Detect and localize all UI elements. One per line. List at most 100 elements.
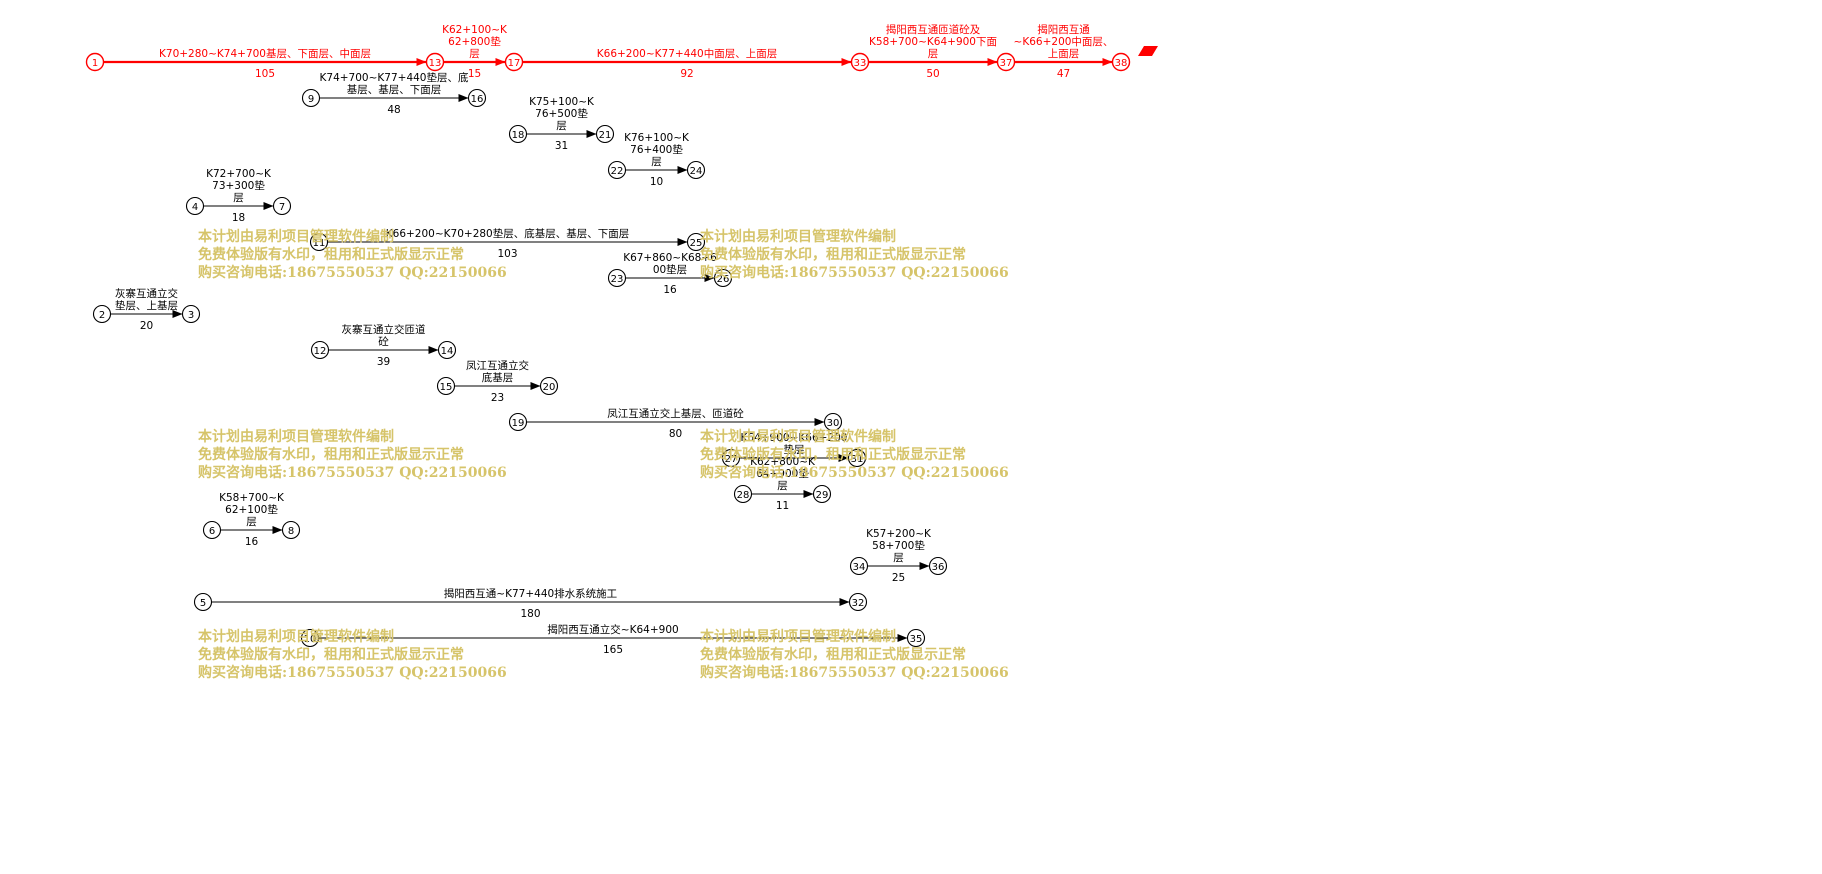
event-node-17[interactable]: 17 bbox=[504, 52, 524, 72]
event-node-circle[interactable] bbox=[281, 520, 301, 540]
event-node-16[interactable]: 16 bbox=[467, 88, 487, 108]
event-node-7[interactable]: 7 bbox=[272, 196, 292, 216]
event-node-circle[interactable] bbox=[504, 52, 524, 72]
event-node-14[interactable]: 14 bbox=[437, 340, 457, 360]
event-node-3[interactable]: 3 bbox=[181, 304, 201, 324]
event-node-35[interactable]: 35 bbox=[906, 628, 926, 648]
event-node-1[interactable]: 1 bbox=[85, 52, 105, 72]
event-node-circle[interactable] bbox=[848, 592, 868, 612]
event-node-circle[interactable] bbox=[847, 448, 867, 468]
event-node-5[interactable]: 5 bbox=[193, 592, 213, 612]
event-node-24[interactable]: 24 bbox=[686, 160, 706, 180]
event-node-26[interactable]: 26 bbox=[713, 268, 733, 288]
event-node-circle[interactable] bbox=[996, 52, 1016, 72]
event-node-34[interactable]: 34 bbox=[849, 556, 869, 576]
event-node-circle[interactable] bbox=[812, 484, 832, 504]
event-node-30[interactable]: 30 bbox=[823, 412, 843, 432]
event-node-circle[interactable] bbox=[607, 160, 627, 180]
event-node-33[interactable]: 33 bbox=[850, 52, 870, 72]
event-node-circle[interactable] bbox=[721, 448, 741, 468]
event-node-circle[interactable] bbox=[92, 304, 112, 324]
event-node-circle[interactable] bbox=[539, 376, 559, 396]
event-node-circle[interactable] bbox=[272, 196, 292, 216]
event-node-circle[interactable] bbox=[425, 52, 445, 72]
event-node-29[interactable]: 29 bbox=[812, 484, 832, 504]
event-node-28[interactable]: 28 bbox=[733, 484, 753, 504]
event-node-circle[interactable] bbox=[906, 628, 926, 648]
event-node-circle[interactable] bbox=[185, 196, 205, 216]
activity-duration: 103 bbox=[497, 248, 517, 260]
event-node-circle[interactable] bbox=[467, 88, 487, 108]
event-node-36[interactable]: 36 bbox=[928, 556, 948, 576]
event-node-19[interactable]: 19 bbox=[508, 412, 528, 432]
event-node-37[interactable]: 37 bbox=[996, 52, 1016, 72]
activity-name: K70+280~K74+700基层、下面层、中面层 bbox=[159, 47, 371, 60]
event-node-4[interactable]: 4 bbox=[185, 196, 205, 216]
event-node-10[interactable]: 10 bbox=[300, 628, 320, 648]
event-node-circle[interactable] bbox=[928, 556, 948, 576]
event-node-circle[interactable] bbox=[309, 232, 329, 252]
event-node-9[interactable]: 9 bbox=[301, 88, 321, 108]
event-node-circle[interactable] bbox=[301, 88, 321, 108]
event-node-circle[interactable] bbox=[85, 52, 105, 72]
activity-duration: 11 bbox=[776, 500, 789, 512]
event-node-circle[interactable] bbox=[849, 556, 869, 576]
event-node-circle[interactable] bbox=[436, 376, 456, 396]
event-node-circle[interactable] bbox=[508, 124, 528, 144]
event-node-25[interactable]: 25 bbox=[686, 232, 706, 252]
event-node-32[interactable]: 32 bbox=[848, 592, 868, 612]
event-node-27[interactable]: 27 bbox=[721, 448, 741, 468]
event-node-13[interactable]: 13 bbox=[425, 52, 445, 72]
event-node-circle[interactable] bbox=[850, 52, 870, 72]
event-node-20[interactable]: 20 bbox=[539, 376, 559, 396]
event-node-11[interactable]: 11 bbox=[309, 232, 329, 252]
event-node-circle[interactable] bbox=[181, 304, 201, 324]
event-node-31[interactable]: 31 bbox=[847, 448, 867, 468]
event-node-18[interactable]: 18 bbox=[508, 124, 528, 144]
event-node-circle[interactable] bbox=[823, 412, 843, 432]
event-node-circle[interactable] bbox=[733, 484, 753, 504]
event-node-12[interactable]: 12 bbox=[310, 340, 330, 360]
event-node-6[interactable]: 6 bbox=[202, 520, 222, 540]
event-node-2[interactable]: 2 bbox=[92, 304, 112, 324]
event-node-circle[interactable] bbox=[595, 124, 615, 144]
event-node-8[interactable]: 8 bbox=[281, 520, 301, 540]
event-node-circle[interactable] bbox=[193, 592, 213, 612]
event-node-23[interactable]: 23 bbox=[607, 268, 627, 288]
event-node-circle[interactable] bbox=[508, 412, 528, 432]
event-node-15[interactable]: 15 bbox=[436, 376, 456, 396]
event-node-38[interactable]: 38 bbox=[1111, 52, 1131, 72]
event-node-circle[interactable] bbox=[686, 232, 706, 252]
event-node-circle[interactable] bbox=[1111, 52, 1131, 72]
event-node-circle[interactable] bbox=[300, 628, 320, 648]
event-node-22[interactable]: 22 bbox=[607, 160, 627, 180]
event-node-circle[interactable] bbox=[713, 268, 733, 288]
event-node-circle[interactable] bbox=[202, 520, 222, 540]
event-node-circle[interactable] bbox=[686, 160, 706, 180]
event-node-circle[interactable] bbox=[310, 340, 330, 360]
event-node-circle[interactable] bbox=[437, 340, 457, 360]
event-node-circle[interactable] bbox=[607, 268, 627, 288]
event-node-21[interactable]: 21 bbox=[595, 124, 615, 144]
